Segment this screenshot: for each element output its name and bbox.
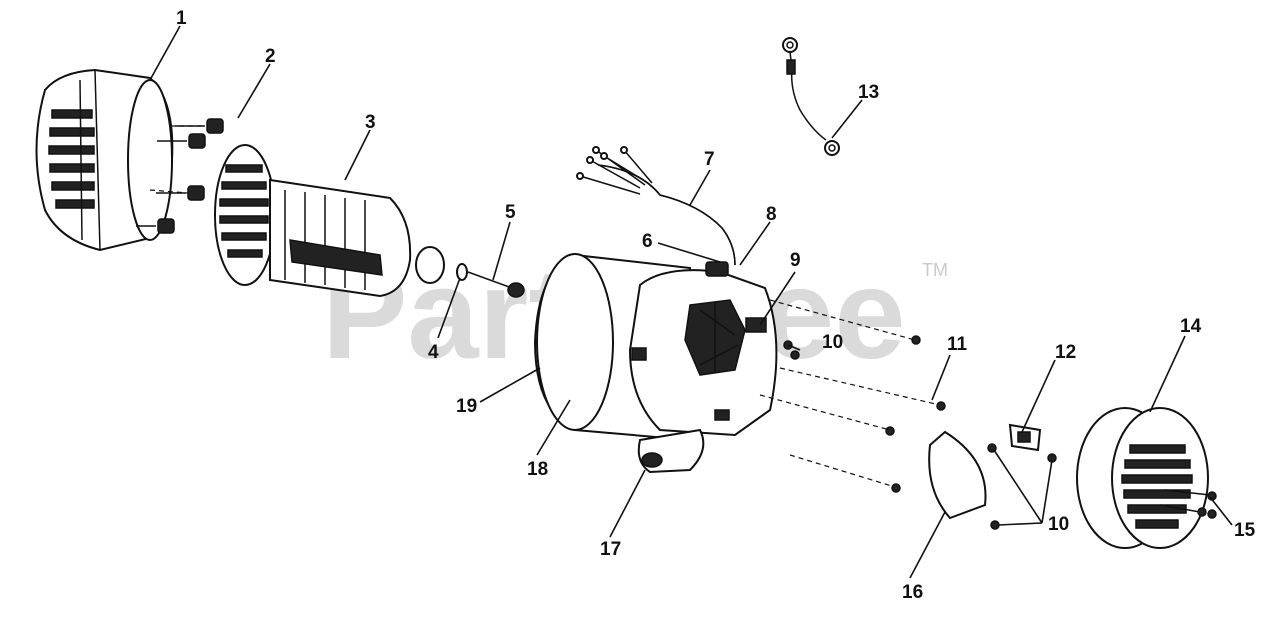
housing-bolts[interactable] bbox=[136, 118, 224, 234]
through-studs[interactable] bbox=[759, 299, 946, 493]
callout-14: 14 bbox=[1180, 316, 1202, 337]
end-cap[interactable] bbox=[1076, 407, 1209, 549]
callout-7: 7 bbox=[704, 149, 715, 170]
callout-10-bracket: 10 bbox=[822, 332, 843, 353]
callout-18: 18 bbox=[527, 459, 548, 480]
callout-3: 3 bbox=[365, 112, 376, 133]
callout-numbers: 1 2 3 4 5 6 7 8 9 10 10 11 12 13 14 15 1… bbox=[176, 8, 1256, 603]
end-bell-housing[interactable] bbox=[35, 68, 174, 252]
leader-lines bbox=[149, 25, 1233, 579]
callout-2: 2 bbox=[265, 46, 276, 67]
callout-15: 15 bbox=[1234, 520, 1256, 541]
brush-cover[interactable] bbox=[928, 430, 987, 520]
callout-16: 16 bbox=[902, 582, 923, 603]
rotor-bolt[interactable] bbox=[467, 271, 525, 298]
callout-1: 1 bbox=[176, 8, 187, 29]
ground-wire[interactable] bbox=[782, 37, 840, 156]
callout-12: 12 bbox=[1055, 342, 1076, 363]
stator-end-bracket[interactable] bbox=[628, 261, 778, 437]
callout-13: 13 bbox=[858, 82, 879, 103]
rotor-assembly[interactable] bbox=[214, 144, 445, 298]
callout-17: 17 bbox=[600, 539, 621, 560]
callout-9: 9 bbox=[790, 250, 801, 271]
wire-harness[interactable] bbox=[576, 146, 736, 266]
trademark-mark: TM bbox=[922, 260, 948, 280]
callout-11: 11 bbox=[947, 334, 968, 355]
callout-8: 8 bbox=[766, 204, 777, 225]
callout-10-cover: 10 bbox=[1048, 514, 1069, 535]
callout-19: 19 bbox=[456, 396, 477, 417]
brush-holder[interactable] bbox=[1008, 423, 1042, 452]
washer[interactable] bbox=[456, 263, 468, 281]
callout-6: 6 bbox=[642, 231, 653, 252]
callout-5: 5 bbox=[505, 202, 516, 223]
callout-4: 4 bbox=[428, 342, 439, 363]
